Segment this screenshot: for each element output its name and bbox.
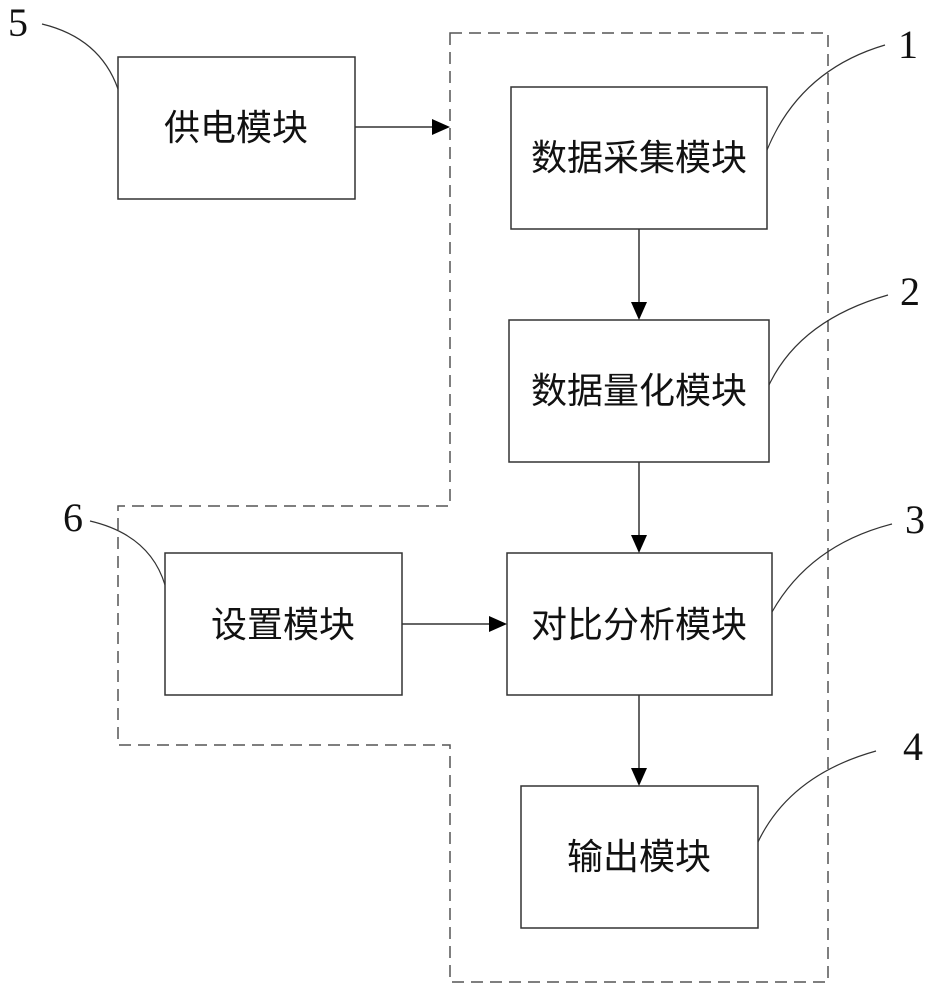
module-comparison-label: 对比分析模块 xyxy=(531,605,747,646)
module-acquisition: 数据采集模块 xyxy=(510,86,768,230)
module-quantization: 数据量化模块 xyxy=(508,319,770,463)
arrow-acquisition-to-quantization xyxy=(631,229,647,320)
arrow-settings-to-comparison xyxy=(402,616,507,632)
module-output: 输出模块 xyxy=(520,785,759,929)
module-comparison: 对比分析模块 xyxy=(506,552,773,696)
module-power: 供电模块 xyxy=(117,56,356,200)
ref-number-4: 4 xyxy=(903,724,923,769)
leader-line-6 xyxy=(89,520,166,586)
module-power-label: 供电模块 xyxy=(164,108,308,149)
module-settings-label: 设置模块 xyxy=(211,605,355,646)
arrow-power-to-group xyxy=(355,119,450,135)
ref-number-2: 2 xyxy=(900,269,920,314)
module-settings: 设置模块 xyxy=(164,552,403,696)
ref-number-5: 5 xyxy=(8,0,28,45)
leader-line-5 xyxy=(41,23,119,90)
arrow-quantization-to-comparison xyxy=(631,462,647,553)
ref-number-6: 6 xyxy=(63,495,83,540)
leader-line-2 xyxy=(768,294,889,386)
leader-line-1 xyxy=(766,44,886,151)
arrow-comparison-to-output xyxy=(631,695,647,786)
ref-number-1: 1 xyxy=(898,22,918,67)
leader-line-4 xyxy=(757,750,877,843)
leader-line-3 xyxy=(771,523,893,613)
ref-number-3: 3 xyxy=(905,497,925,542)
module-quantization-label: 数据量化模块 xyxy=(531,371,747,412)
dashed-group-boundary xyxy=(117,32,829,983)
module-output-label: 输出模块 xyxy=(567,837,711,878)
module-acquisition-label: 数据采集模块 xyxy=(531,138,747,179)
